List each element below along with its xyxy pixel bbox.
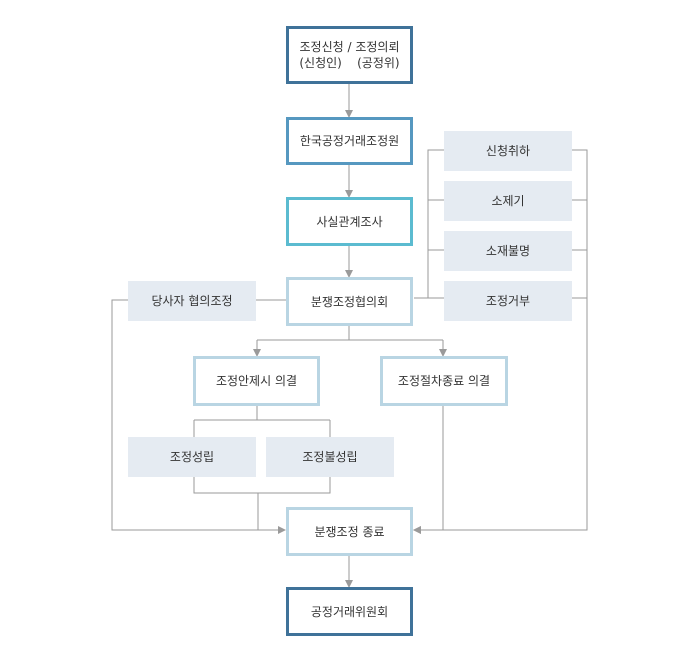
apply-line-1: 조정신청 / 조정의뢰	[299, 40, 400, 54]
termination-decision-box: 조정절차종료 의결	[380, 356, 508, 406]
refusal-box: 조정거부	[444, 281, 572, 321]
failure-label: 조정불성립	[302, 450, 358, 464]
failure-box: 조정불성립	[266, 437, 394, 477]
investigation-box: 사실관계조사	[286, 197, 413, 246]
withdraw-box: 신청취하	[444, 131, 572, 171]
connector-right-bracket	[414, 149, 444, 299]
success-box: 조정성립	[128, 437, 256, 477]
ftc-label: 공정거래위원회	[310, 604, 389, 619]
withdraw-label: 신청취하	[485, 144, 531, 158]
party-mediation-box: 당사자 협의조정	[128, 281, 256, 321]
end-label: 분쟁조정 종료	[314, 524, 385, 539]
unknown-address-box: 소재불명	[444, 231, 572, 271]
end-box: 분쟁조정 종료	[286, 507, 413, 556]
council-box: 분쟁조정협의회	[286, 277, 413, 326]
refusal-label: 조정거부	[485, 294, 531, 308]
investigation-label: 사실관계조사	[316, 214, 383, 229]
connector-termination-to-end	[413, 406, 444, 534]
unknown-address-label: 소재불명	[485, 244, 531, 258]
lawsuit-box: 소제기	[444, 181, 572, 221]
connector-left-outer	[111, 299, 286, 534]
agency-box: 한국공정거래조정원	[286, 117, 413, 165]
proposal-box: 조정안제시 의결	[193, 356, 320, 406]
apply-line-2: (신청인) (공정위)	[299, 56, 400, 70]
lawsuit-label: 소제기	[491, 194, 525, 208]
agency-label: 한국공정거래조정원	[299, 134, 400, 148]
connector-right-outer	[413, 149, 588, 534]
ftc-box: 공정거래위원회	[286, 587, 413, 636]
apply-box: 조정신청 / 조정의뢰 (신청인) (공정위)	[286, 26, 413, 84]
proposal-label: 조정안제시 의결	[215, 374, 298, 388]
council-label: 분쟁조정협의회	[310, 294, 389, 309]
party-mediation-label: 당사자 협의조정	[151, 294, 233, 308]
success-label: 조정성립	[169, 450, 215, 464]
connector-results-join	[193, 477, 331, 494]
termination-decision-label: 조정절차종료 의결	[397, 374, 491, 388]
